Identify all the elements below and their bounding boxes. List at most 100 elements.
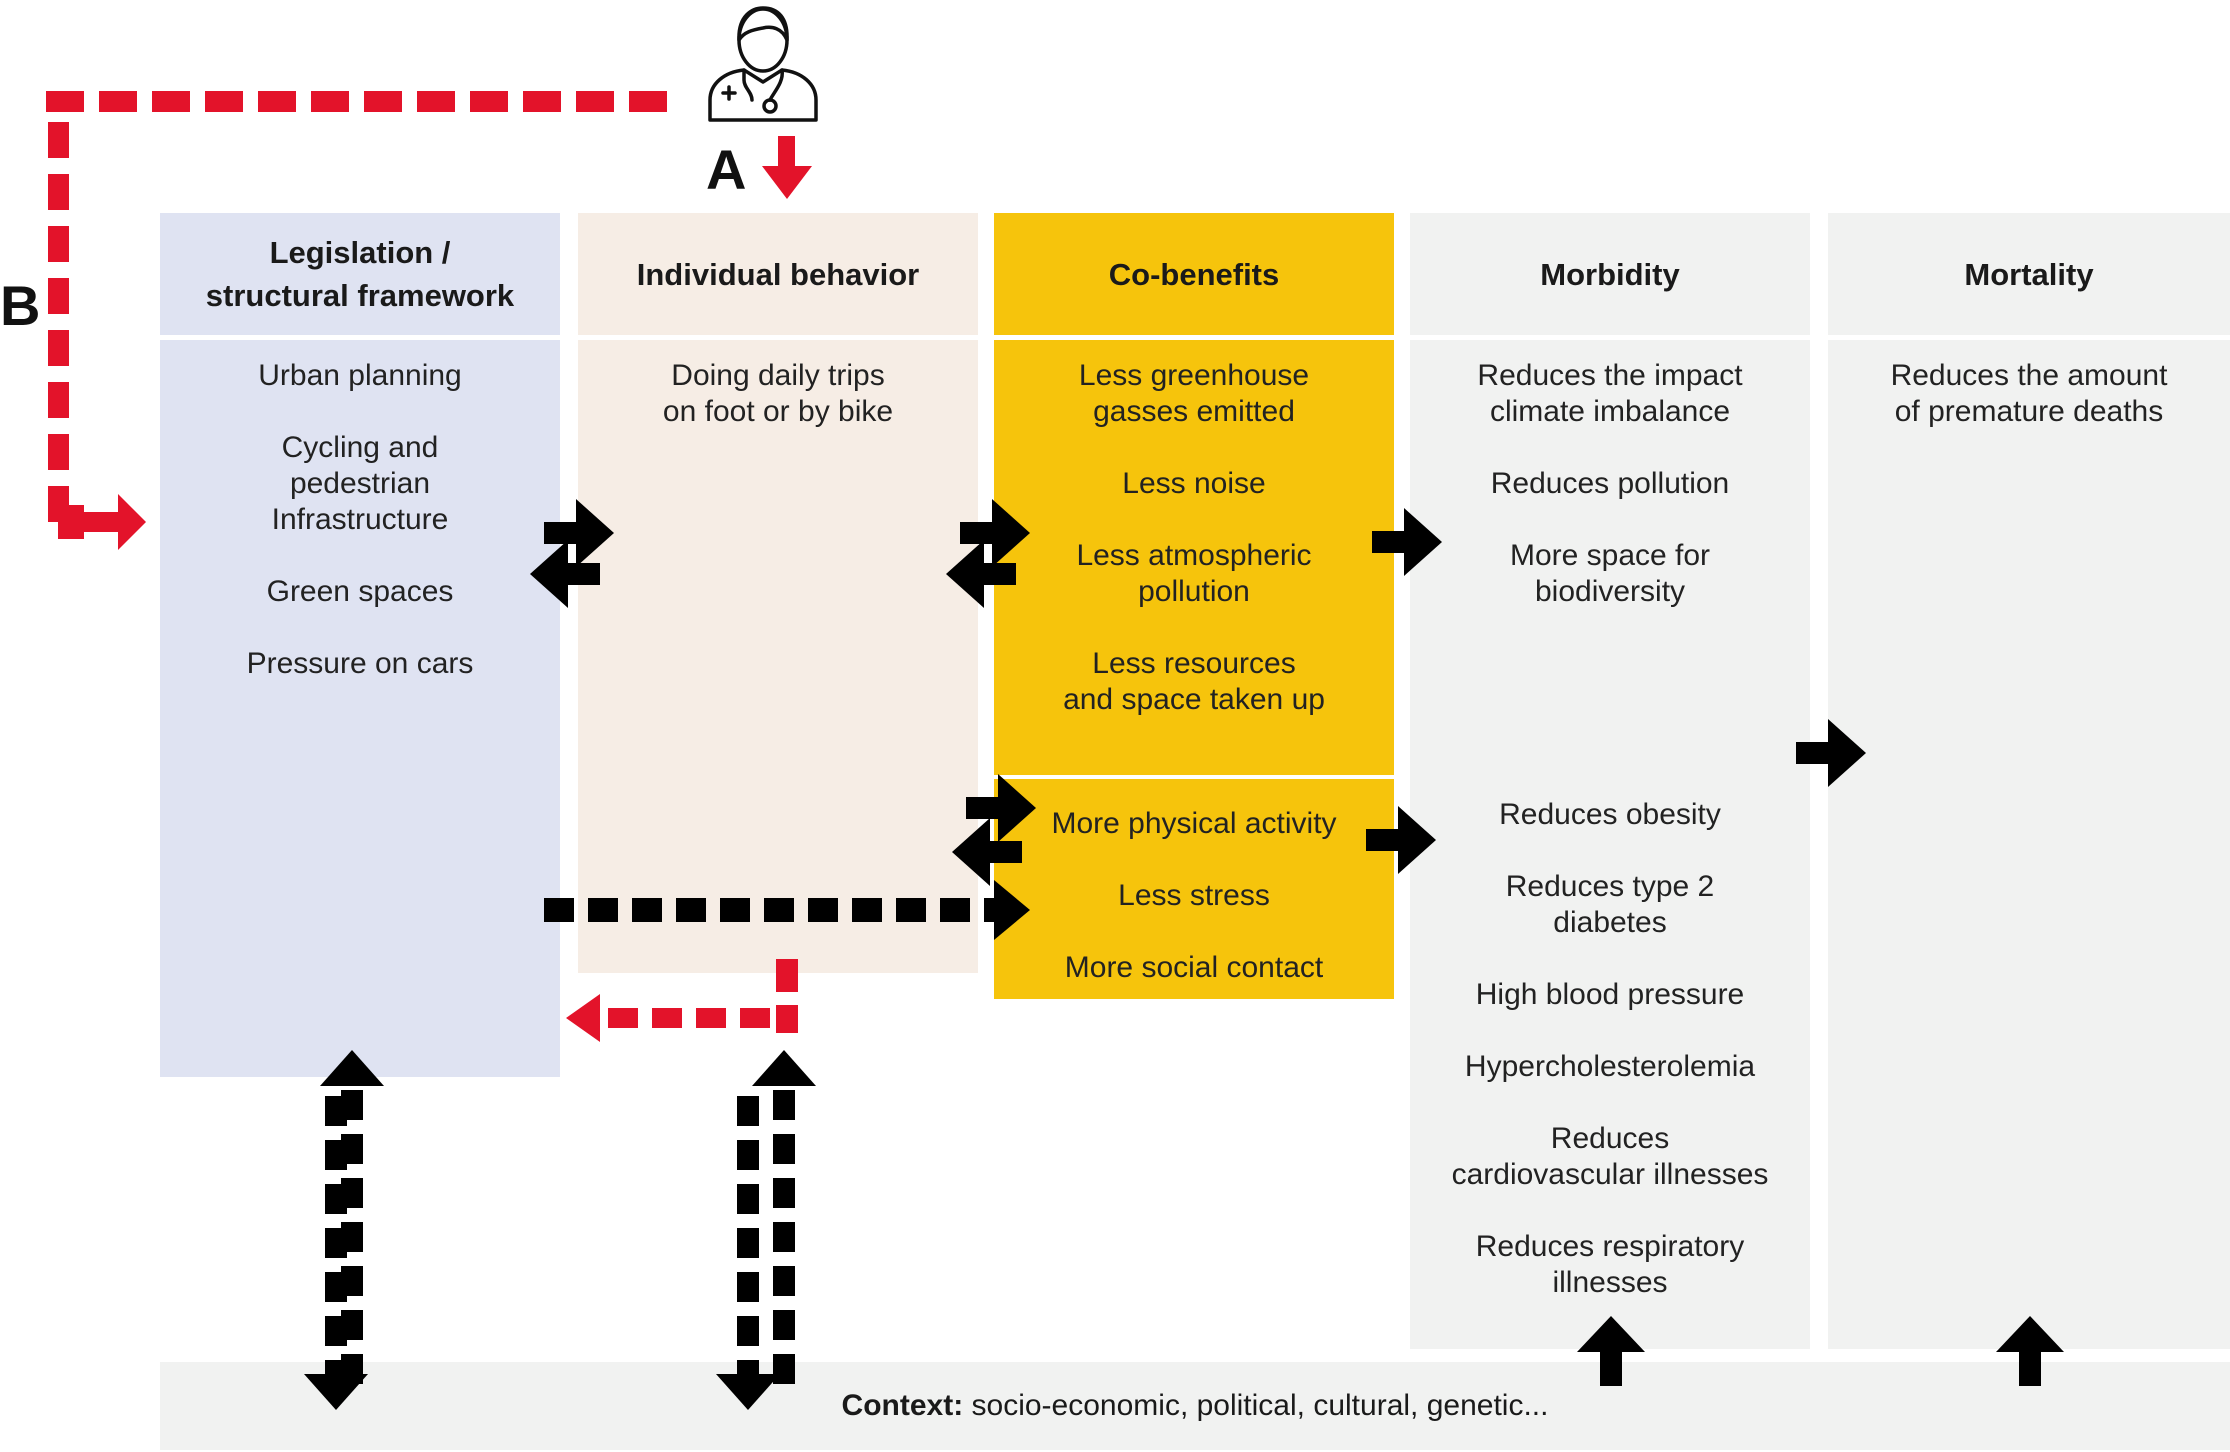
dash-segment <box>48 330 69 366</box>
list-item: More physical activity <box>1051 807 1337 840</box>
header-legislation-text: Legislation / structural framework <box>205 235 515 313</box>
dash-segment <box>325 1272 347 1302</box>
dash-segment <box>737 1184 759 1214</box>
dash-segment <box>896 898 926 922</box>
doctor-icon <box>708 6 818 122</box>
legislation-column <box>160 213 560 1077</box>
double-arrow-icon <box>946 499 1030 608</box>
dash-segment <box>852 898 882 922</box>
list-item: Less atmospheric pollution <box>1076 539 1312 608</box>
list-item: More social contact <box>1064 951 1324 984</box>
header-divider <box>160 335 2230 340</box>
list-item: Reduces cardiovascular illnesses <box>1451 1122 1769 1191</box>
list-item: Less greenhouse gasses emitted <box>1078 359 1310 428</box>
header-legislation: Legislation / structural framework <box>160 213 560 335</box>
dash-segment <box>773 1090 795 1120</box>
dash-segment <box>544 898 574 922</box>
dash-segment <box>720 898 750 922</box>
dash-segment <box>311 91 349 112</box>
dash-segment <box>523 91 561 112</box>
dash-segment <box>325 1316 347 1346</box>
label-a: A <box>706 138 747 201</box>
behavior-list: Doing daily trips on foot or by bike <box>578 358 978 430</box>
morbidity-list-bottom: Reduces obesity Reduces type 2 diabetes … <box>1410 797 1810 1301</box>
dash-segment <box>773 1222 795 1252</box>
context-label: Context: <box>841 1389 964 1422</box>
dashed-arrow-horizontal <box>544 880 1030 940</box>
dash-segment <box>46 91 84 112</box>
double-arrow-icon <box>530 499 614 608</box>
dash-segment <box>629 91 667 112</box>
dash-segment <box>676 898 706 922</box>
list-item: Reduces the amount of premature deaths <box>1890 359 2168 428</box>
dash-segment <box>652 1008 682 1028</box>
header-behavior: Individual behavior <box>578 213 978 335</box>
dash-segment <box>325 1184 347 1214</box>
dash-segment <box>773 1134 795 1164</box>
list-item: Less stress <box>1118 879 1270 912</box>
header-cobenefits-text: Co-benefits <box>1108 256 1280 292</box>
list-item: Cycling and pedestrian Infrastructure <box>271 431 449 536</box>
header-behavior-text: Individual behavior <box>636 256 920 292</box>
legislation-list: Urban planning Cycling and pedestrian In… <box>160 358 560 682</box>
dash-segment <box>764 898 794 922</box>
dash-segment <box>48 278 69 314</box>
red-arrow-a <box>762 136 812 199</box>
cobenefits-column-bottom <box>994 779 1394 999</box>
dash-segment <box>325 1096 347 1126</box>
list-item: Green spaces <box>266 575 454 608</box>
mortality-list: Reduces the amount of premature deaths <box>1828 358 2230 430</box>
list-item: Pressure on cars <box>246 647 474 680</box>
list-item: Reduces obesity <box>1499 798 1721 831</box>
dash-segment <box>632 898 662 922</box>
list-item: Reduces pollution <box>1490 467 1730 500</box>
dash-segment <box>737 1228 759 1258</box>
dash-segment <box>470 91 508 112</box>
cobenefits-list-top: Less greenhouse gasses emitted Less nois… <box>994 358 1394 718</box>
dash-segment <box>576 91 614 112</box>
dash-segment <box>48 226 69 262</box>
cobenefits-list-bottom: More physical activity Less stress More … <box>1026 806 1362 986</box>
dash-segment <box>48 434 69 470</box>
list-item: Less noise <box>1122 467 1266 500</box>
dash-segment <box>773 1178 795 1208</box>
dash-segment <box>737 1096 759 1126</box>
dash-segment <box>205 91 243 112</box>
dash-segment <box>773 1354 795 1384</box>
list-item: Doing daily trips on foot or by bike <box>662 359 894 428</box>
header-cobenefits: Co-benefits <box>994 213 1394 335</box>
arrow-icon <box>1366 508 2064 1386</box>
dash-segment <box>99 91 137 112</box>
dash-segment <box>737 1140 759 1170</box>
dash-segment <box>737 1316 759 1346</box>
list-item: Urban planning <box>258 359 462 392</box>
header-mortality-text: Mortality <box>1964 256 2094 292</box>
context-bar: Context: socio-economic, political, cult… <box>160 1362 2230 1450</box>
dash-segment <box>737 1272 759 1302</box>
list-item: Reduces respiratory illnesses <box>1475 1230 1745 1299</box>
dash-segment <box>325 1228 347 1258</box>
list-item: Hypercholesterolemia <box>1464 1050 1756 1083</box>
dash-segment <box>740 1008 770 1028</box>
dash-segment <box>773 1266 795 1296</box>
red-path-return <box>566 959 798 1042</box>
list-item: High blood pressure <box>1475 978 1745 1011</box>
header-morbidity: Morbidity <box>1410 213 1810 335</box>
morbidity-column <box>1410 213 1810 1349</box>
dashed-double-arrow-legislation <box>304 1050 384 1410</box>
list-item: More space for biodiversity <box>1509 539 1711 608</box>
dash-segment <box>608 1008 638 1028</box>
dash-segment <box>364 91 402 112</box>
dash-segment <box>696 1008 726 1028</box>
dash-segment <box>48 122 69 158</box>
dash-segment <box>48 174 69 210</box>
list-item: Reduces type 2 diabetes <box>1505 870 1715 939</box>
morbidity-list-top: Reduces the impact climate imbalance Red… <box>1410 358 1810 610</box>
mortality-column <box>1828 213 2230 1349</box>
dash-segment <box>808 898 838 922</box>
list-item: Reduces the impact climate imbalance <box>1477 359 1743 428</box>
cobenefits-column-top <box>994 213 1394 775</box>
double-arrow-icon <box>952 774 1036 886</box>
red-path-b <box>46 91 667 550</box>
